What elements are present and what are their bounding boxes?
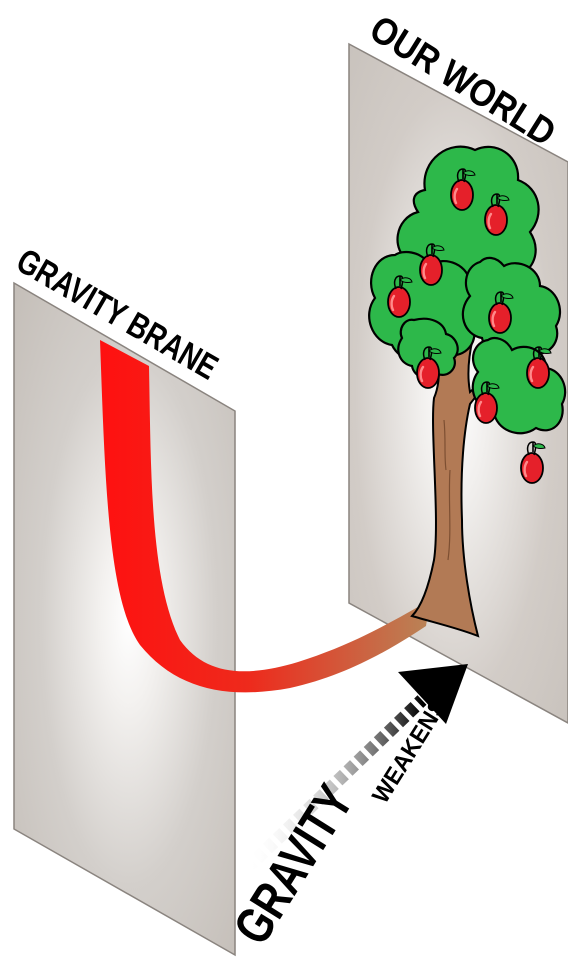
brane-diagram: GRAVITY BRANE OUR WORLD GRAVITY WEAKENS	[0, 0, 568, 962]
diagram-canvas: GRAVITY BRANE OUR WORLD GRAVITY WEAKENS	[0, 0, 568, 962]
